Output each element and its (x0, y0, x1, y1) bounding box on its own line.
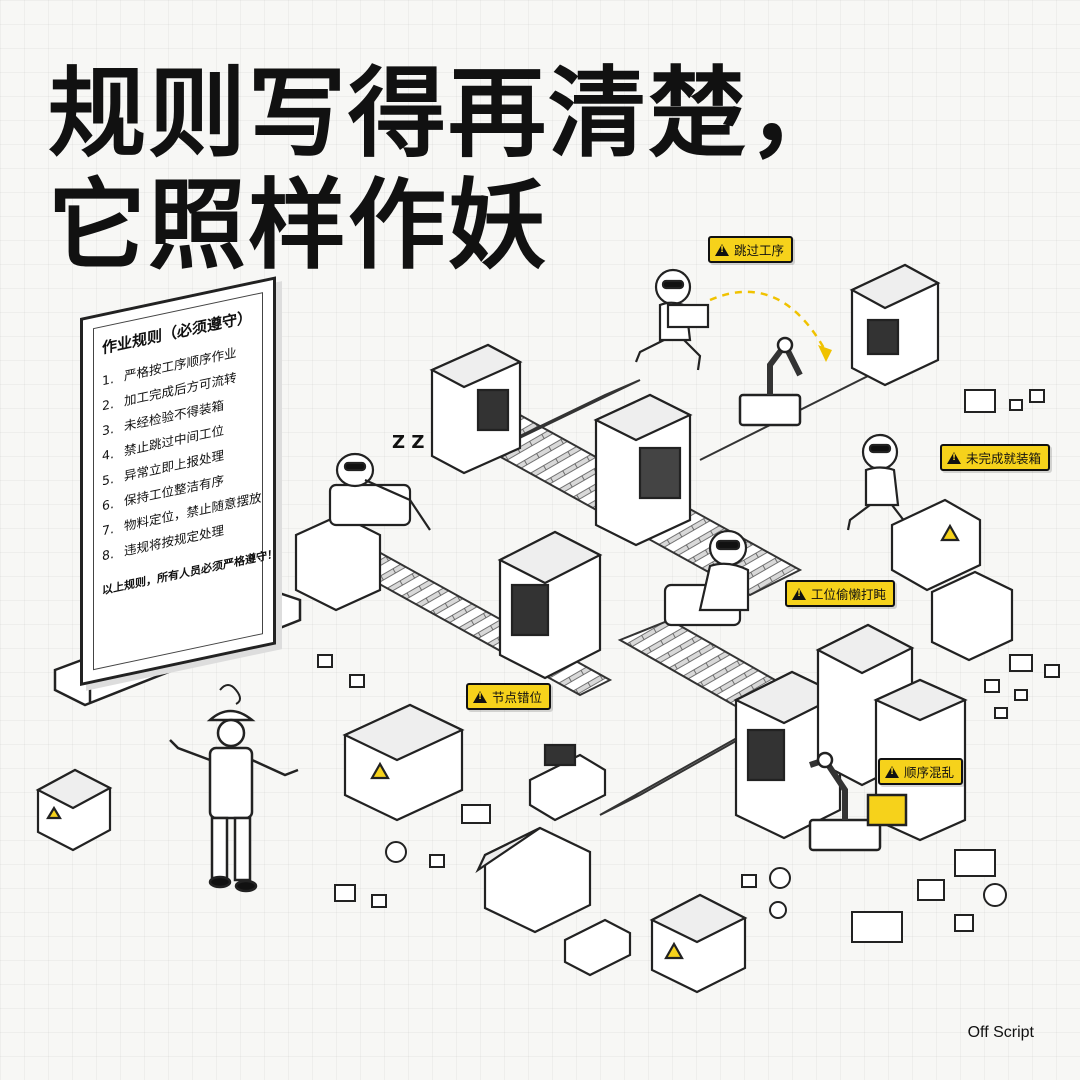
warning-icon (947, 451, 961, 464)
box-open (475, 826, 592, 934)
worker-icon (169, 684, 299, 893)
scattered-parts (317, 389, 1060, 943)
warning-icon (885, 765, 899, 778)
warning-icon (473, 690, 487, 703)
tag-slacking: 工位偷懒打盹 (785, 580, 896, 607)
headline-line-2: 它照样作妖 (48, 169, 549, 283)
tag-label: 节点错位 (492, 690, 543, 705)
headline-line-1: 规则写得再清楚， (48, 57, 849, 171)
tag-label: 工位偷懒打盹 (811, 587, 887, 602)
tag-order-chaos: 顺序混乱 (878, 758, 964, 785)
box-right-crate (930, 570, 1014, 662)
rule-board: 作业规则（必须遵守） 1.严格按工序顺序作业 2.加工完成后方可流转 3.未经检… (80, 276, 278, 686)
headline: 规则写得再清楚， 它照样作妖 (48, 58, 848, 282)
machine-top-right (849, 263, 941, 387)
tag-label: 跳过工序 (734, 243, 785, 258)
machine-units (294, 263, 968, 842)
tag-wrong-node: 节点错位 (466, 683, 552, 710)
robot-icon (328, 268, 906, 627)
tag-label: 顺序混乱 (904, 765, 955, 780)
rule-list: 1.严格按工序顺序作业 2.加工完成后方可流转 3.未经检验不得装箱 4.禁止跳… (102, 336, 262, 568)
warning-icon (715, 243, 729, 256)
robot-arm-icon (738, 336, 908, 852)
box-bottom (649, 893, 748, 994)
tag-box-unfinished: 未完成就装箱 (940, 444, 1051, 471)
box-icon (35, 498, 1014, 994)
machine-middle (593, 393, 693, 547)
tag-label: 未完成就装箱 (966, 451, 1042, 466)
skip-arrow-head (818, 345, 832, 362)
machine-center (497, 530, 603, 680)
machine-left-base (294, 513, 382, 612)
skip-arrow (709, 290, 827, 351)
box-left-small (35, 768, 113, 852)
tag-skip-process: 跳过工序 (708, 236, 794, 263)
box-parts (342, 703, 465, 822)
box-packing (890, 498, 982, 592)
warning-icon (792, 587, 806, 600)
brand-label: Off Script (967, 1024, 1034, 1041)
machine-top-left (429, 343, 523, 475)
sleep-mark: Z Z (392, 432, 424, 453)
rule-board-frame: 作业规则（必须遵守） 1.严格按工序顺序作业 2.加工完成后方可流转 3.未经检… (93, 292, 278, 671)
agv-cart (528, 743, 632, 977)
